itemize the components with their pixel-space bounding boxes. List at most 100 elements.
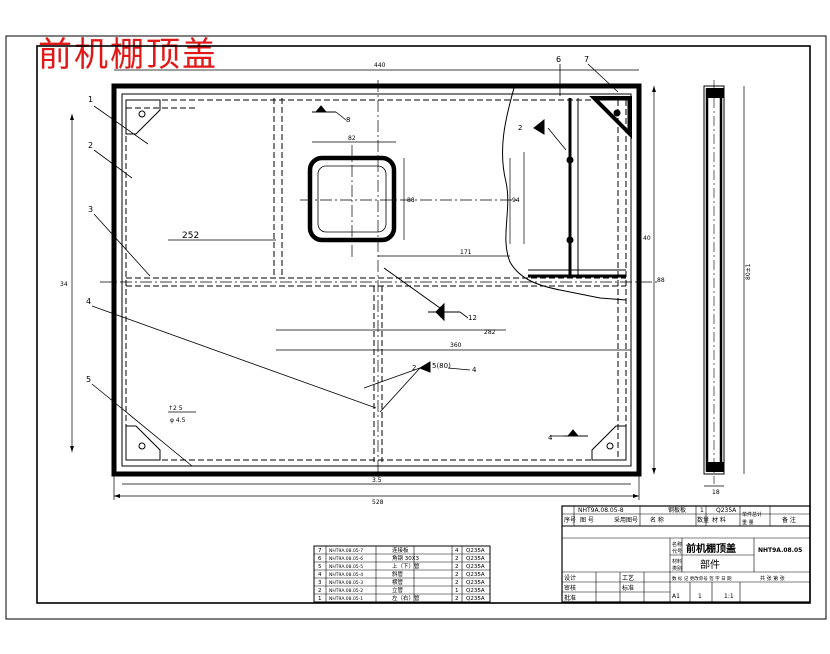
sheet-outer-border [5, 35, 827, 620]
callout-4a: 4 [472, 366, 477, 374]
tb-proc: 工艺 [622, 574, 634, 582]
bom-cell-code: NHT9A.08.05-7 [329, 548, 363, 554]
tb-drawing-code: NHT9A.08.05 [758, 547, 802, 554]
top-row-name: 钢板板 [668, 506, 686, 514]
hdr-mat: 材 料 [712, 516, 726, 524]
bom-cell-no: 5 [318, 564, 322, 570]
dim-mid1: 282 [484, 329, 496, 336]
dim-open-h: 88 [407, 197, 415, 204]
top-row-mat: Q235A [716, 507, 737, 514]
part-label-1: 1 [88, 95, 93, 104]
dim-vert1: 40 [643, 235, 651, 242]
hdr-no: 序号 [564, 516, 576, 524]
tb-lbl-mat: 材料 [672, 558, 682, 565]
tb-std: 标准 [622, 584, 634, 592]
bom-cell-no: 2 [318, 588, 322, 594]
break-line [501, 87, 627, 301]
top-row-qty: 1 [700, 507, 704, 514]
dim-side-w: 18 [712, 489, 720, 496]
part-label-2: 2 [88, 141, 93, 150]
dim-small: 82 [348, 135, 356, 142]
hdr-note: 备 注 [782, 516, 796, 524]
tb-lbl-kind: 类别 [672, 565, 682, 572]
hdr-code: 图 号 [580, 517, 594, 524]
plan-view: 1 2 3 4 5 6 7 8 12 4 4 2 2 5(80) 252 440… [60, 55, 665, 506]
central-opening [307, 155, 397, 243]
dim-bottom: 528 [372, 499, 384, 506]
callout-5: 5(80) [432, 362, 451, 370]
dim-inner-w: 3.5 [372, 477, 382, 484]
bom-cell-mat: Q235A [466, 588, 485, 594]
tb-design: 设计 [564, 574, 576, 582]
tb-sheet: 共 张 第 张 [760, 575, 785, 582]
dim-side: 80±1 [745, 263, 752, 280]
bom-cell-code: NHT9A.08.05-2 [329, 588, 363, 594]
dim-mid2: 360 [450, 342, 462, 349]
callout-2a: 2 [518, 124, 522, 132]
frame-outer [111, 83, 642, 477]
bom-cell-no: 6 [318, 556, 322, 562]
hdr-wt2: 重 量 [742, 519, 754, 526]
dim-right: 88 [657, 277, 665, 284]
bom-cell-mat: Q235A [466, 596, 485, 602]
dim-note-a: ↑2 5 [168, 405, 183, 412]
bom-cell-qty: 2 [455, 572, 459, 578]
bom-cell-qty: 1 [455, 588, 459, 594]
bom-cell-mat: Q235A [466, 556, 485, 562]
tb-part-name: 前机棚顶盖 [686, 542, 736, 555]
hdr-std: 采用图号 [614, 516, 638, 524]
part-label-4: 4 [86, 297, 91, 306]
side-view: 80±1 18 [703, 80, 752, 496]
bom-cell-code: NHT9A.08.05-6 [329, 556, 363, 562]
bom-cell-mat: Q235A [466, 564, 485, 570]
hdr-qty: 数量 [697, 516, 709, 524]
bom-cell-name: 上（下）管 [392, 562, 420, 570]
tb-rev-hdr: 数 标 记 更改单号 签 字 日 期 [672, 575, 732, 582]
bom-cell-name: 立管 [392, 586, 404, 594]
tb-check: 审核 [564, 584, 576, 592]
bom-cell-no: 3 [318, 580, 322, 586]
tb-part-kind: 部件 [700, 558, 720, 571]
dim-mid3: 171 [460, 249, 472, 256]
sheet-inner-border [36, 45, 811, 604]
bom-cell-qty: 2 [455, 556, 459, 562]
bom-cell-name: 左（右）管 [392, 594, 420, 602]
bom-cell-no: 4 [318, 572, 322, 578]
tb-lbl-name: 名称 [672, 541, 682, 548]
bom-cell-qty: 2 [455, 596, 459, 602]
drawing-title-red: 前机棚顶盖 [38, 35, 218, 75]
corner-gussets [125, 99, 627, 461]
bom-cell-qty: 2 [455, 564, 459, 570]
tb-format: A1 [672, 593, 680, 600]
callout-2b: 2 [412, 364, 416, 372]
hdr-name: 名 称 [650, 516, 664, 524]
top-row-code: NHT9A.08.05-8 [578, 507, 624, 514]
dim-inner-h: 94 [512, 197, 520, 204]
bom-cell-mat: Q235A [466, 548, 485, 554]
part-label-7: 7 [584, 55, 589, 64]
bom-cell-no: 7 [318, 548, 322, 554]
dimension-lines [71, 69, 655, 500]
frame-inner [121, 93, 632, 467]
tb-lbl-code: 代号 [672, 548, 682, 555]
hdr-wt: 单件总计 [742, 511, 762, 518]
callout-12: 12 [468, 314, 477, 322]
bom-cell-code: NHT9A.08.05-5 [329, 564, 363, 570]
title-block: NHT9A.08.05-8 钢板板 1 Q235A 序号 图 号 采用图号 名 … [561, 505, 811, 603]
dim-left: 34 [60, 281, 68, 288]
callout-8: 8 [346, 116, 350, 124]
dim-top: 440 [374, 62, 386, 69]
callout-4b: 4 [548, 434, 553, 442]
part-label-3: 3 [88, 205, 93, 214]
dim-252: 252 [182, 231, 199, 241]
bom-cell-mat: Q235A [466, 572, 485, 578]
bom-table [313, 545, 491, 603]
bom-cell-no: 1 [318, 596, 322, 602]
tb-scale: 1:1 [724, 593, 734, 600]
corner-plate-top-right [589, 96, 632, 139]
dim-note-b: φ 4.5 [170, 417, 186, 424]
bom-cell-name: 角钢 30X3 [392, 554, 420, 562]
tb-approve: 批准 [564, 594, 576, 602]
part-label-6: 6 [556, 55, 561, 64]
